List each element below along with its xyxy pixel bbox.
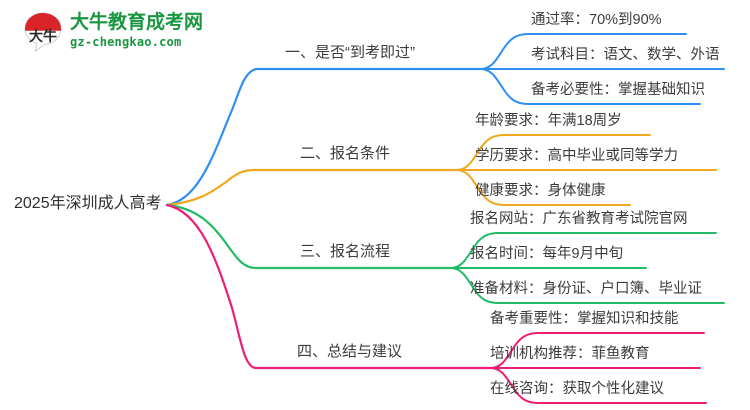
branch-3-links bbox=[165, 203, 725, 304]
leaf-4-1[interactable]: 备考重要性：掌握知识和技能 bbox=[490, 311, 679, 327]
branch-label-2[interactable]: 二、报名条件 bbox=[300, 145, 391, 162]
logo-text-block: 大牛教育成考网 gz-chengkao.com bbox=[70, 12, 242, 54]
branch-2-links bbox=[165, 134, 717, 207]
leaf-4-2[interactable]: 培训机构推荐：菲鱼教育 bbox=[490, 346, 650, 362]
leaf-1-3[interactable]: 备考必要性：掌握基础知识 bbox=[531, 82, 705, 98]
logo-site-name: 大牛教育成考网 bbox=[70, 12, 204, 33]
leaf-4-3[interactable]: 在线咨询：获取个性化建议 bbox=[490, 381, 664, 397]
leaf-1-1[interactable]: 通过率：70%到90% bbox=[531, 12, 662, 28]
branch-1-links bbox=[165, 33, 725, 207]
branch-4-links bbox=[165, 203, 707, 404]
branch-label-3[interactable]: 三、报名流程 bbox=[300, 243, 391, 260]
branch-label-4[interactable]: 四、总结与建议 bbox=[297, 343, 403, 360]
daniu-logo-icon: 大牛 bbox=[24, 12, 62, 53]
logo-domain: gz-chengkao.com bbox=[70, 35, 182, 49]
leaf-3-3[interactable]: 准备材料：身份证、户口簿、毕业证 bbox=[470, 281, 702, 297]
leaf-2-2[interactable]: 学历要求：高中毕业或同等学力 bbox=[475, 148, 678, 164]
leaf-3-1[interactable]: 报名网站：广东省教育考试院官网 bbox=[470, 211, 688, 227]
leaf-3-2[interactable]: 报名时间：每年9月中旬 bbox=[470, 246, 624, 262]
leaf-1-2[interactable]: 考试科目：语文、数学、外语 bbox=[531, 47, 720, 63]
branch-label-1[interactable]: 一、是否“到考即过” bbox=[285, 44, 415, 61]
root-node[interactable]: 2025年深圳成人高考 bbox=[14, 195, 162, 212]
site-logo[interactable]: 大牛 大牛教育成考网 gz-chengkao.com bbox=[22, 10, 242, 56]
leaf-2-1[interactable]: 年龄要求：年满18周岁 bbox=[475, 113, 622, 129]
leaf-2-3[interactable]: 健康要求：身体健康 bbox=[475, 183, 606, 199]
svg-text:大牛: 大牛 bbox=[29, 28, 57, 45]
